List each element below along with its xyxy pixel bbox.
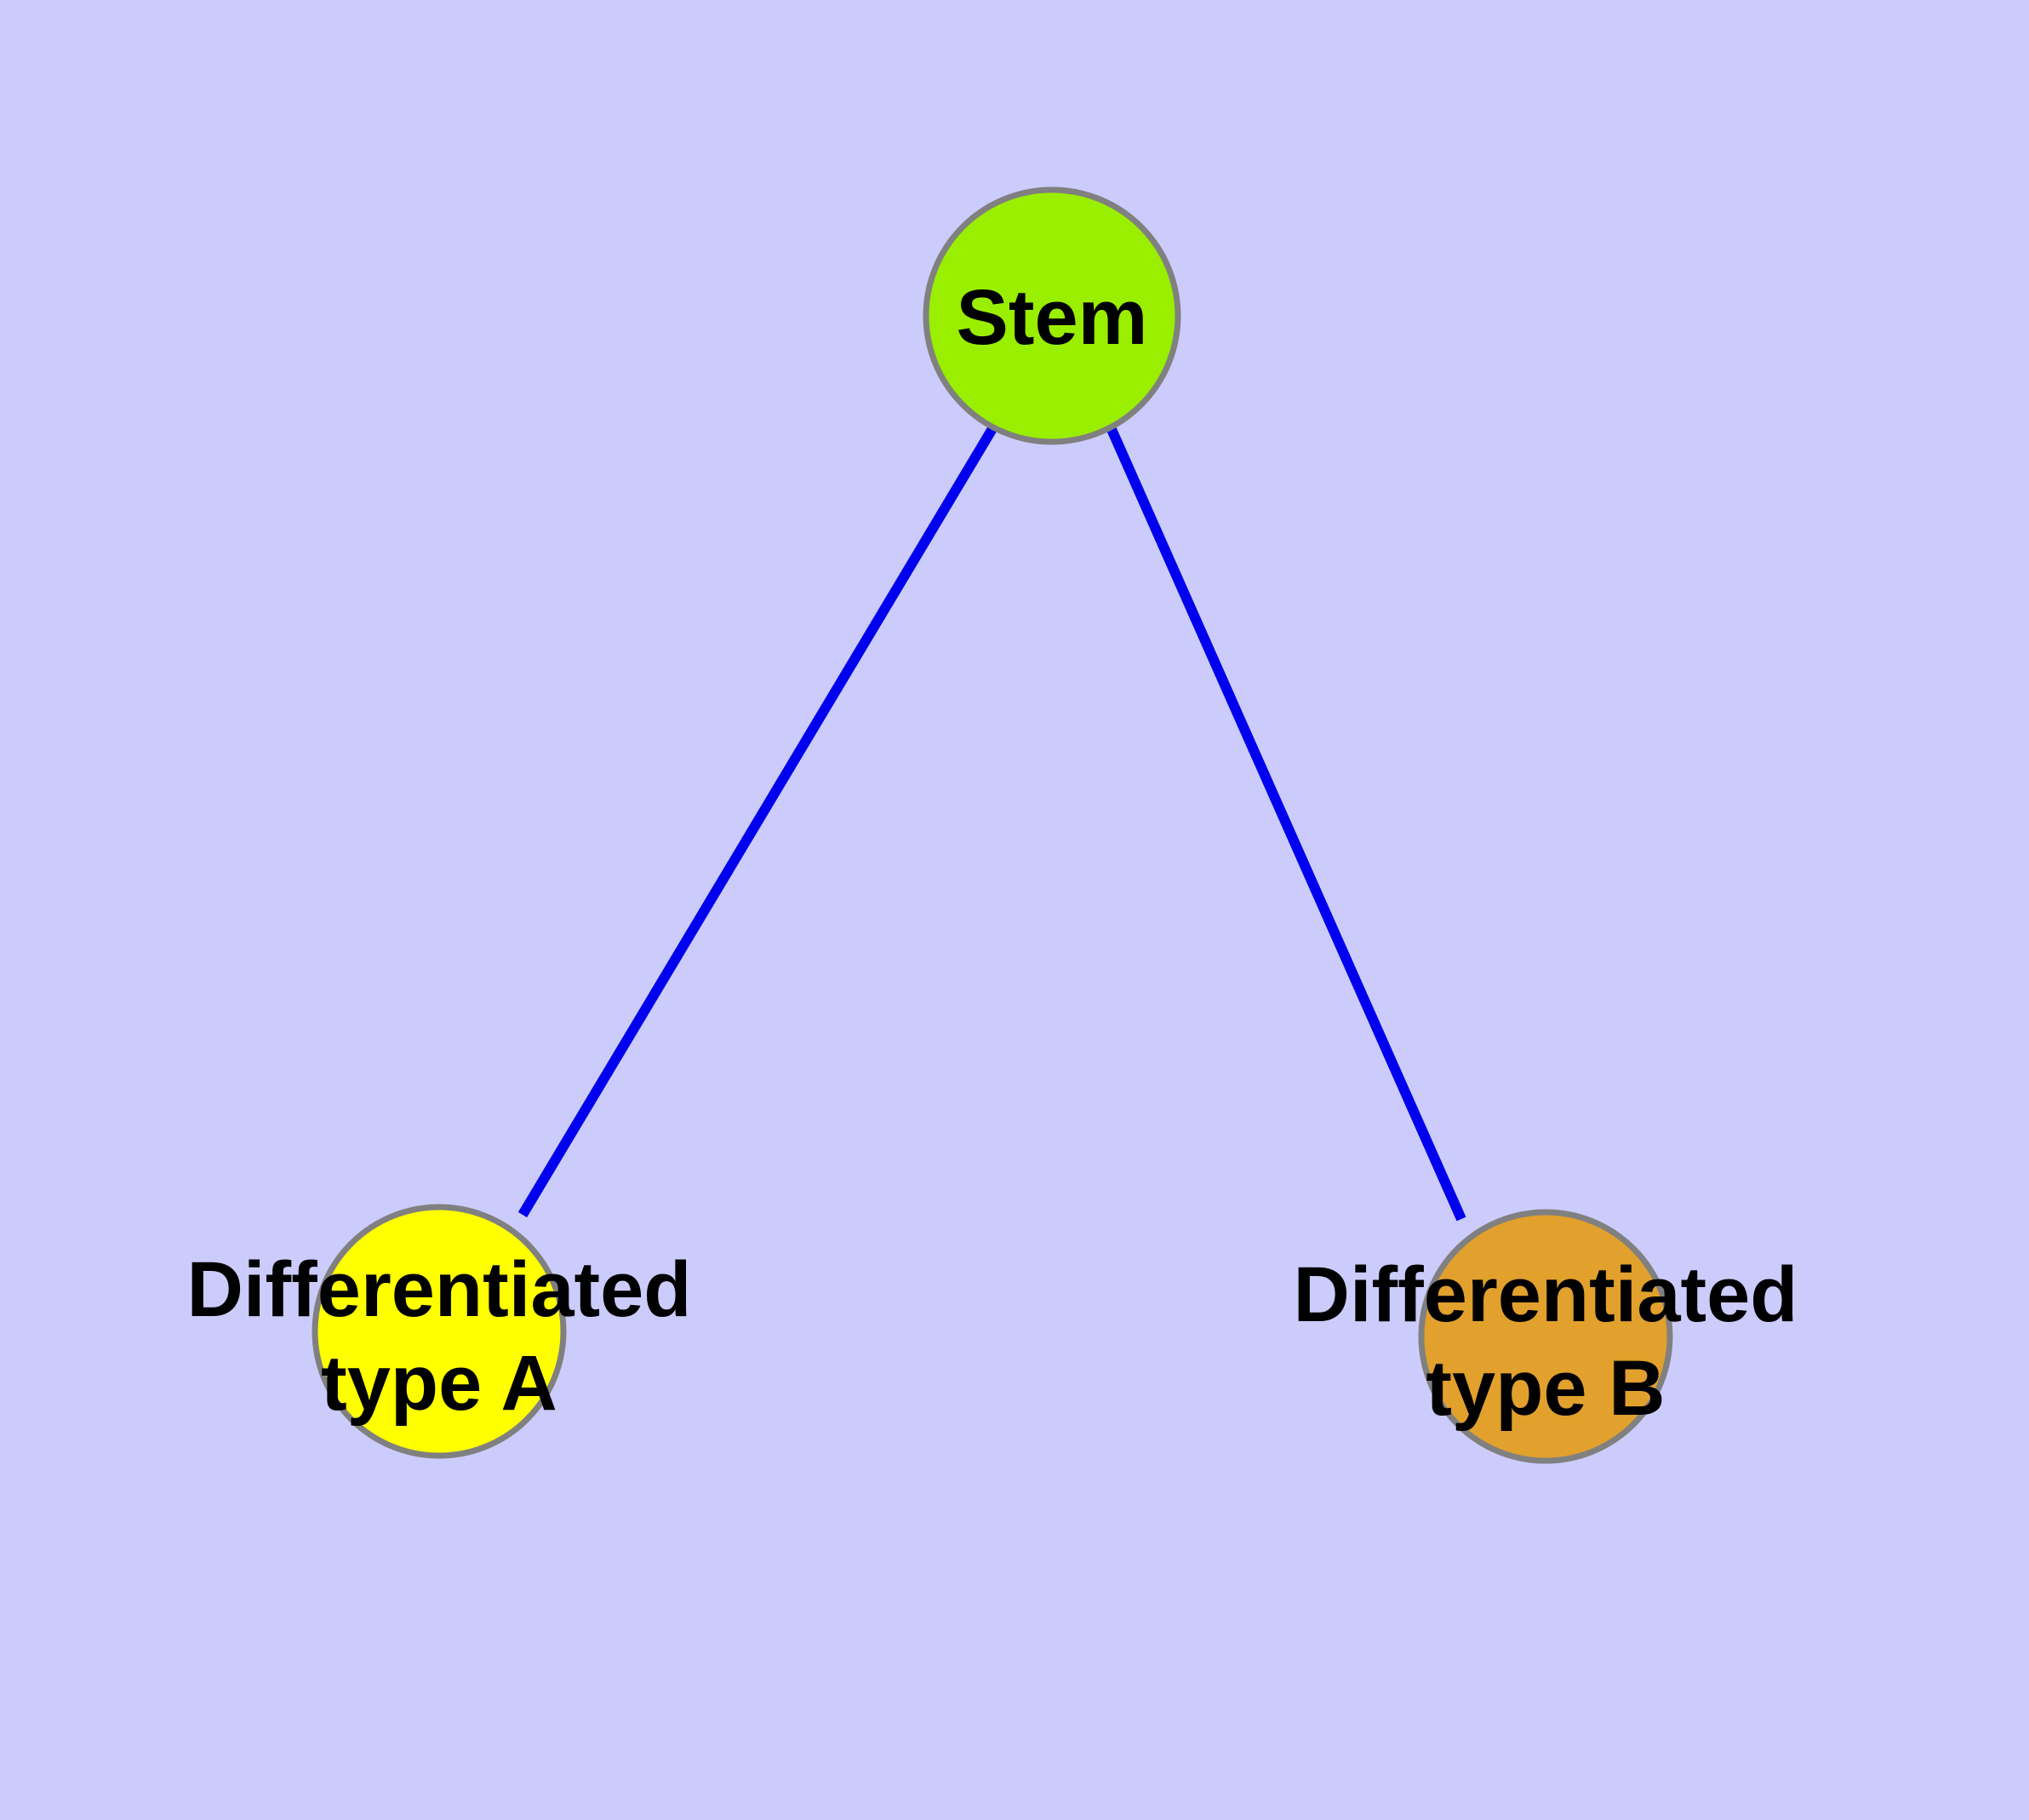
node-label-line: type B <box>1426 1345 1665 1432</box>
node-label-line: type A <box>321 1340 557 1427</box>
edge-stem-to-differentiated-type-b[interactable] <box>1106 425 1466 1222</box>
nodes-layer <box>311 186 1673 1464</box>
edge-stem-to-differentiated-type-a[interactable] <box>517 424 998 1218</box>
node-differentiated-type-b[interactable] <box>1418 1209 1673 1464</box>
node-stem[interactable] <box>923 186 1181 445</box>
node-label-line: Differentiated <box>187 1246 692 1333</box>
node-label-line: Stem <box>957 274 1148 361</box>
node-differentiated-type-a[interactable] <box>311 1204 567 1459</box>
node-label-stem: Stem <box>957 274 1148 361</box>
edges-layer <box>517 424 1466 1222</box>
node-label-line: Differentiated <box>1294 1251 1798 1338</box>
